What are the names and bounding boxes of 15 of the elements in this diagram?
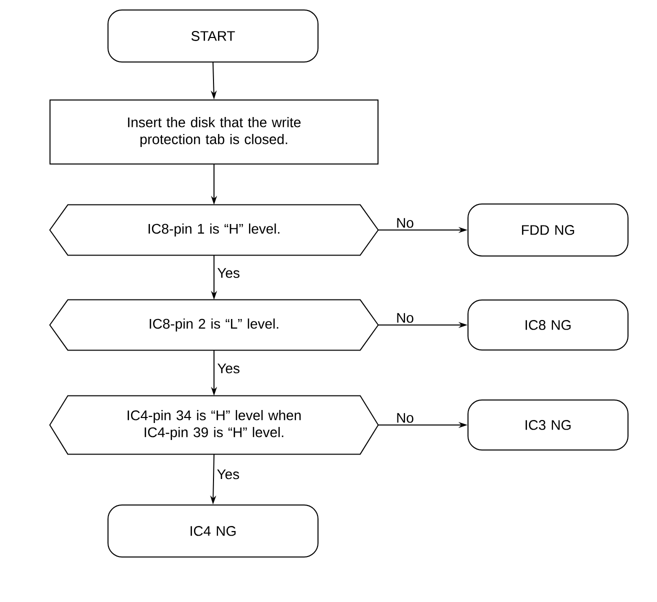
decision-hexagon: IC8-pin 1 is “H” level.	[49, 204, 379, 256]
terminal-box: IC4 NG	[108, 504, 318, 558]
edge-label: No	[397, 413, 414, 423]
edge-label: Yes	[217, 469, 240, 480]
decision-hexagon: IC8-pin 2 is “L” level.	[49, 299, 379, 351]
terminal-box: IC3 NG	[468, 400, 628, 450]
process-box: Insert the disk that the write protection tab is closed.	[50, 100, 378, 164]
terminal-box: FDD NG	[468, 204, 628, 256]
terminal-box: IC8 NG	[468, 300, 628, 350]
terminal-box: START	[108, 10, 318, 62]
edge-label: Yes	[218, 268, 240, 278]
decision-hexagon: IC4-pin 34 is “H” level when IC4-pin 39 is “H” level.	[49, 395, 379, 455]
edge-label: No	[397, 313, 414, 323]
edge-label: No	[397, 218, 414, 228]
edge-label: Yes	[218, 364, 240, 374]
